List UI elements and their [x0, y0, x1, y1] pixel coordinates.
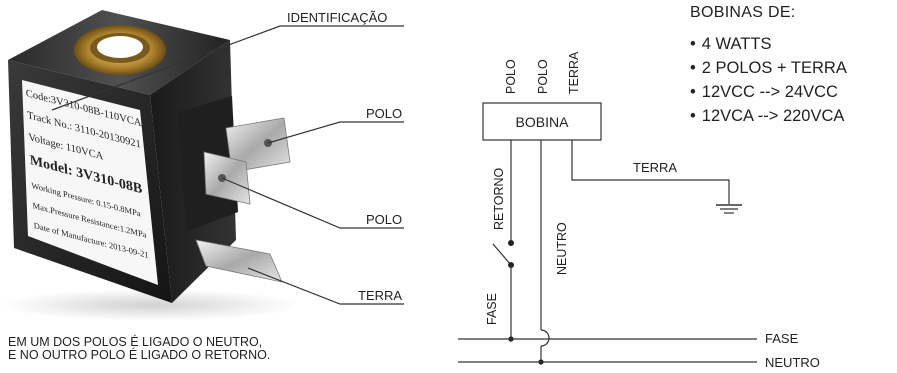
- wiring-note-line-1: EM UM DOS POLOS É LIGADO O NEUTRO,: [8, 335, 263, 349]
- callout-terra: TERRA: [358, 288, 402, 303]
- wiring-note: EM UM DOS POLOS É LIGADO O NEUTRO, E NO …: [8, 336, 270, 362]
- ground-label: TERRA: [633, 160, 677, 175]
- wiring-schematic: POLO POLO TERRA BOBINA TERRA RETORNO NEU…: [458, 51, 820, 370]
- spec-item: 12VCA --> 220VCA: [690, 104, 847, 128]
- spec-item: 2 POLOS + TERRA: [690, 56, 847, 80]
- terminal-pin-ground: [195, 239, 283, 283]
- switch-lever: [492, 243, 512, 266]
- label-neutro-vertical: NEUTRO: [555, 222, 569, 275]
- spec-item: 12VCC --> 24VCC: [690, 80, 847, 104]
- label-neutro-line: NEUTRO: [765, 355, 820, 370]
- specs-list: 4 WATTS 2 POLOS + TERRA 12VCC --> 24VCC …: [690, 32, 847, 128]
- label-retorno: RETORNO: [492, 167, 506, 230]
- callout-identificacao: IDENTIFICAÇÃO: [287, 10, 387, 25]
- schematic-label-terra: TERRA: [567, 51, 581, 94]
- schematic-label-polo-1: POLO: [504, 59, 518, 94]
- wiring-note-line-2: E NO OUTRO POLO É LIGADO O RETORNO.: [8, 348, 271, 362]
- callout-polo-middle: POLO: [366, 212, 402, 227]
- label-fase-line: FASE: [765, 331, 799, 346]
- coil-photo: Code:3V310-08B-110VCA-W Track No.: 3110-…: [0, 10, 300, 321]
- terminal-pin-top: [225, 117, 291, 173]
- switch-contact-upper: [508, 240, 514, 246]
- spec-item: 4 WATTS: [690, 32, 847, 56]
- core-hole: [97, 36, 143, 58]
- identification-sticker: [22, 80, 158, 285]
- coil-box-label: BOBINA: [516, 114, 570, 130]
- label-fase-vertical: FASE: [485, 293, 499, 325]
- coil-box: [482, 102, 602, 141]
- callout-polo-top: POLO: [366, 106, 402, 121]
- schematic-label-polo-2: POLO: [536, 59, 550, 94]
- specs-heading: BOBINAS DE:: [690, 4, 796, 21]
- ground-symbol: [716, 204, 742, 214]
- specs-panel: BOBINAS DE: 4 WATTS 2 POLOS + TERRA 12VC…: [690, 4, 847, 128]
- photo-callouts: IDENTIFICAÇÃO POLO POLO TERRA: [51, 10, 404, 305]
